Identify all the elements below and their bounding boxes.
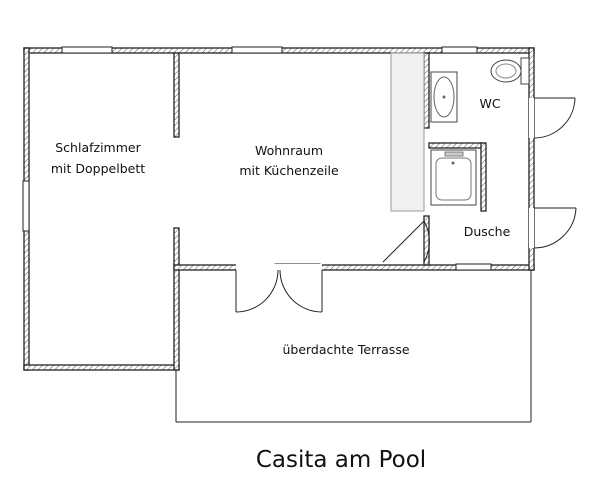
door-wc-exterior — [529, 97, 576, 139]
bedroom-label-line1: Schlafzimmer — [55, 140, 141, 155]
plan-title: Casita am Pool — [256, 447, 426, 473]
terrace-label: überdachte Terrasse — [282, 342, 409, 357]
door-shower-exterior — [529, 207, 577, 249]
bedroom-label-line2: mit Doppelbett — [51, 161, 145, 176]
living-label-line1: Wohnraum — [255, 143, 323, 158]
terrace-outline — [175, 270, 532, 423]
interior-walls — [173, 52, 487, 266]
shower-label: Dusche — [464, 224, 511, 239]
living-label-line2: mit Küchenzeile — [239, 163, 339, 178]
toilet-icon — [490, 57, 530, 85]
double-door-terrace — [235, 264, 323, 313]
sink-icon — [430, 71, 458, 123]
wc-label: WC — [479, 96, 500, 111]
kitchen-counter — [390, 52, 425, 212]
shower-tray-icon — [430, 149, 477, 206]
door-living-bath — [382, 220, 430, 263]
